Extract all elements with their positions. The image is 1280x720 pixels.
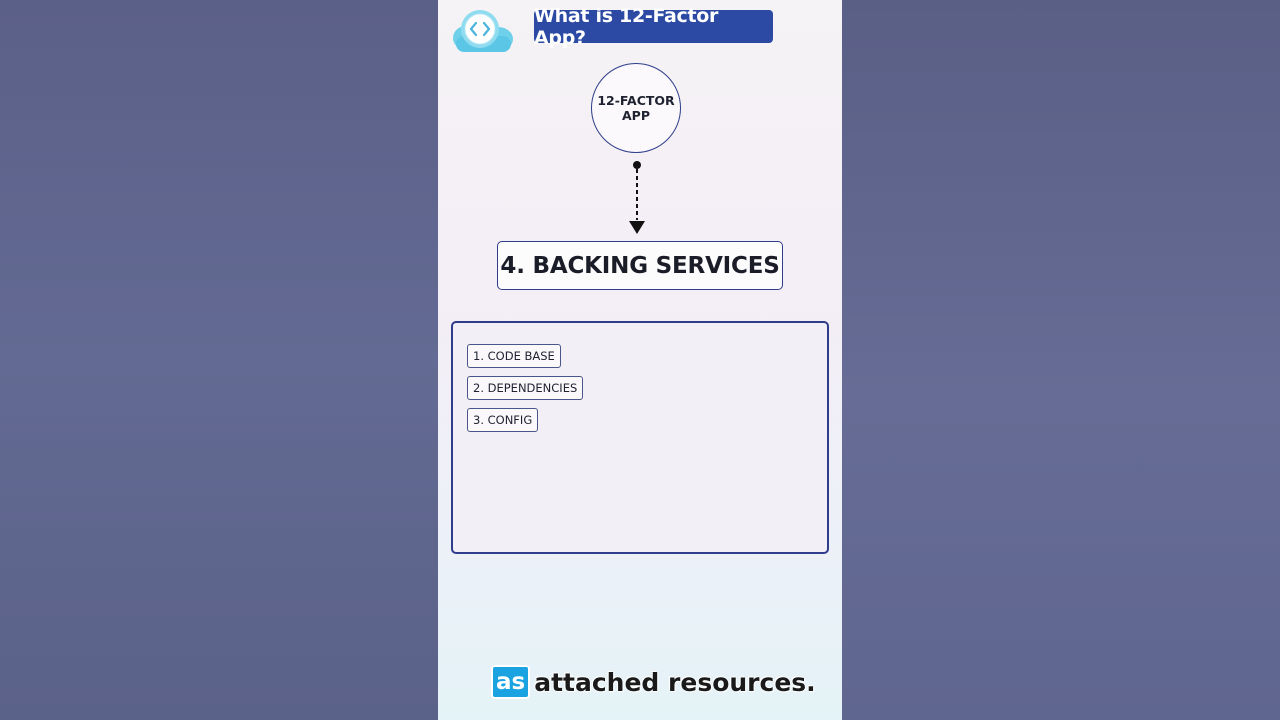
factors-list-box: 1. CODE BASE 2. DEPENDENCIES 3. CONFIG [451, 321, 829, 554]
backdrop-left [0, 0, 438, 720]
root-node: 12-FACTOR APP [591, 63, 681, 153]
code-cloud-icon [453, 10, 513, 52]
factor-chip: 2. DEPENDENCIES [467, 376, 584, 400]
caption-highlight-word: as [491, 665, 531, 699]
backdrop-right [842, 0, 1280, 720]
root-node-line-1: 12-FACTOR [597, 93, 675, 108]
current-factor-box: 4. BACKING SERVICES [497, 241, 783, 290]
factor-chip: 1. CODE BASE [467, 344, 561, 368]
subtitle-caption: as attached resources. [491, 664, 816, 700]
factor-chip: 3. CONFIG [467, 408, 539, 432]
dashed-arrow-down-icon [629, 161, 645, 234]
caption-text: attached resources. [534, 667, 816, 697]
video-title: What is 12-Factor App? [534, 5, 773, 49]
root-node-line-2: APP [622, 108, 650, 123]
video-panel: What is 12-Factor App? 12-FACTOR APP 4. … [438, 0, 842, 720]
